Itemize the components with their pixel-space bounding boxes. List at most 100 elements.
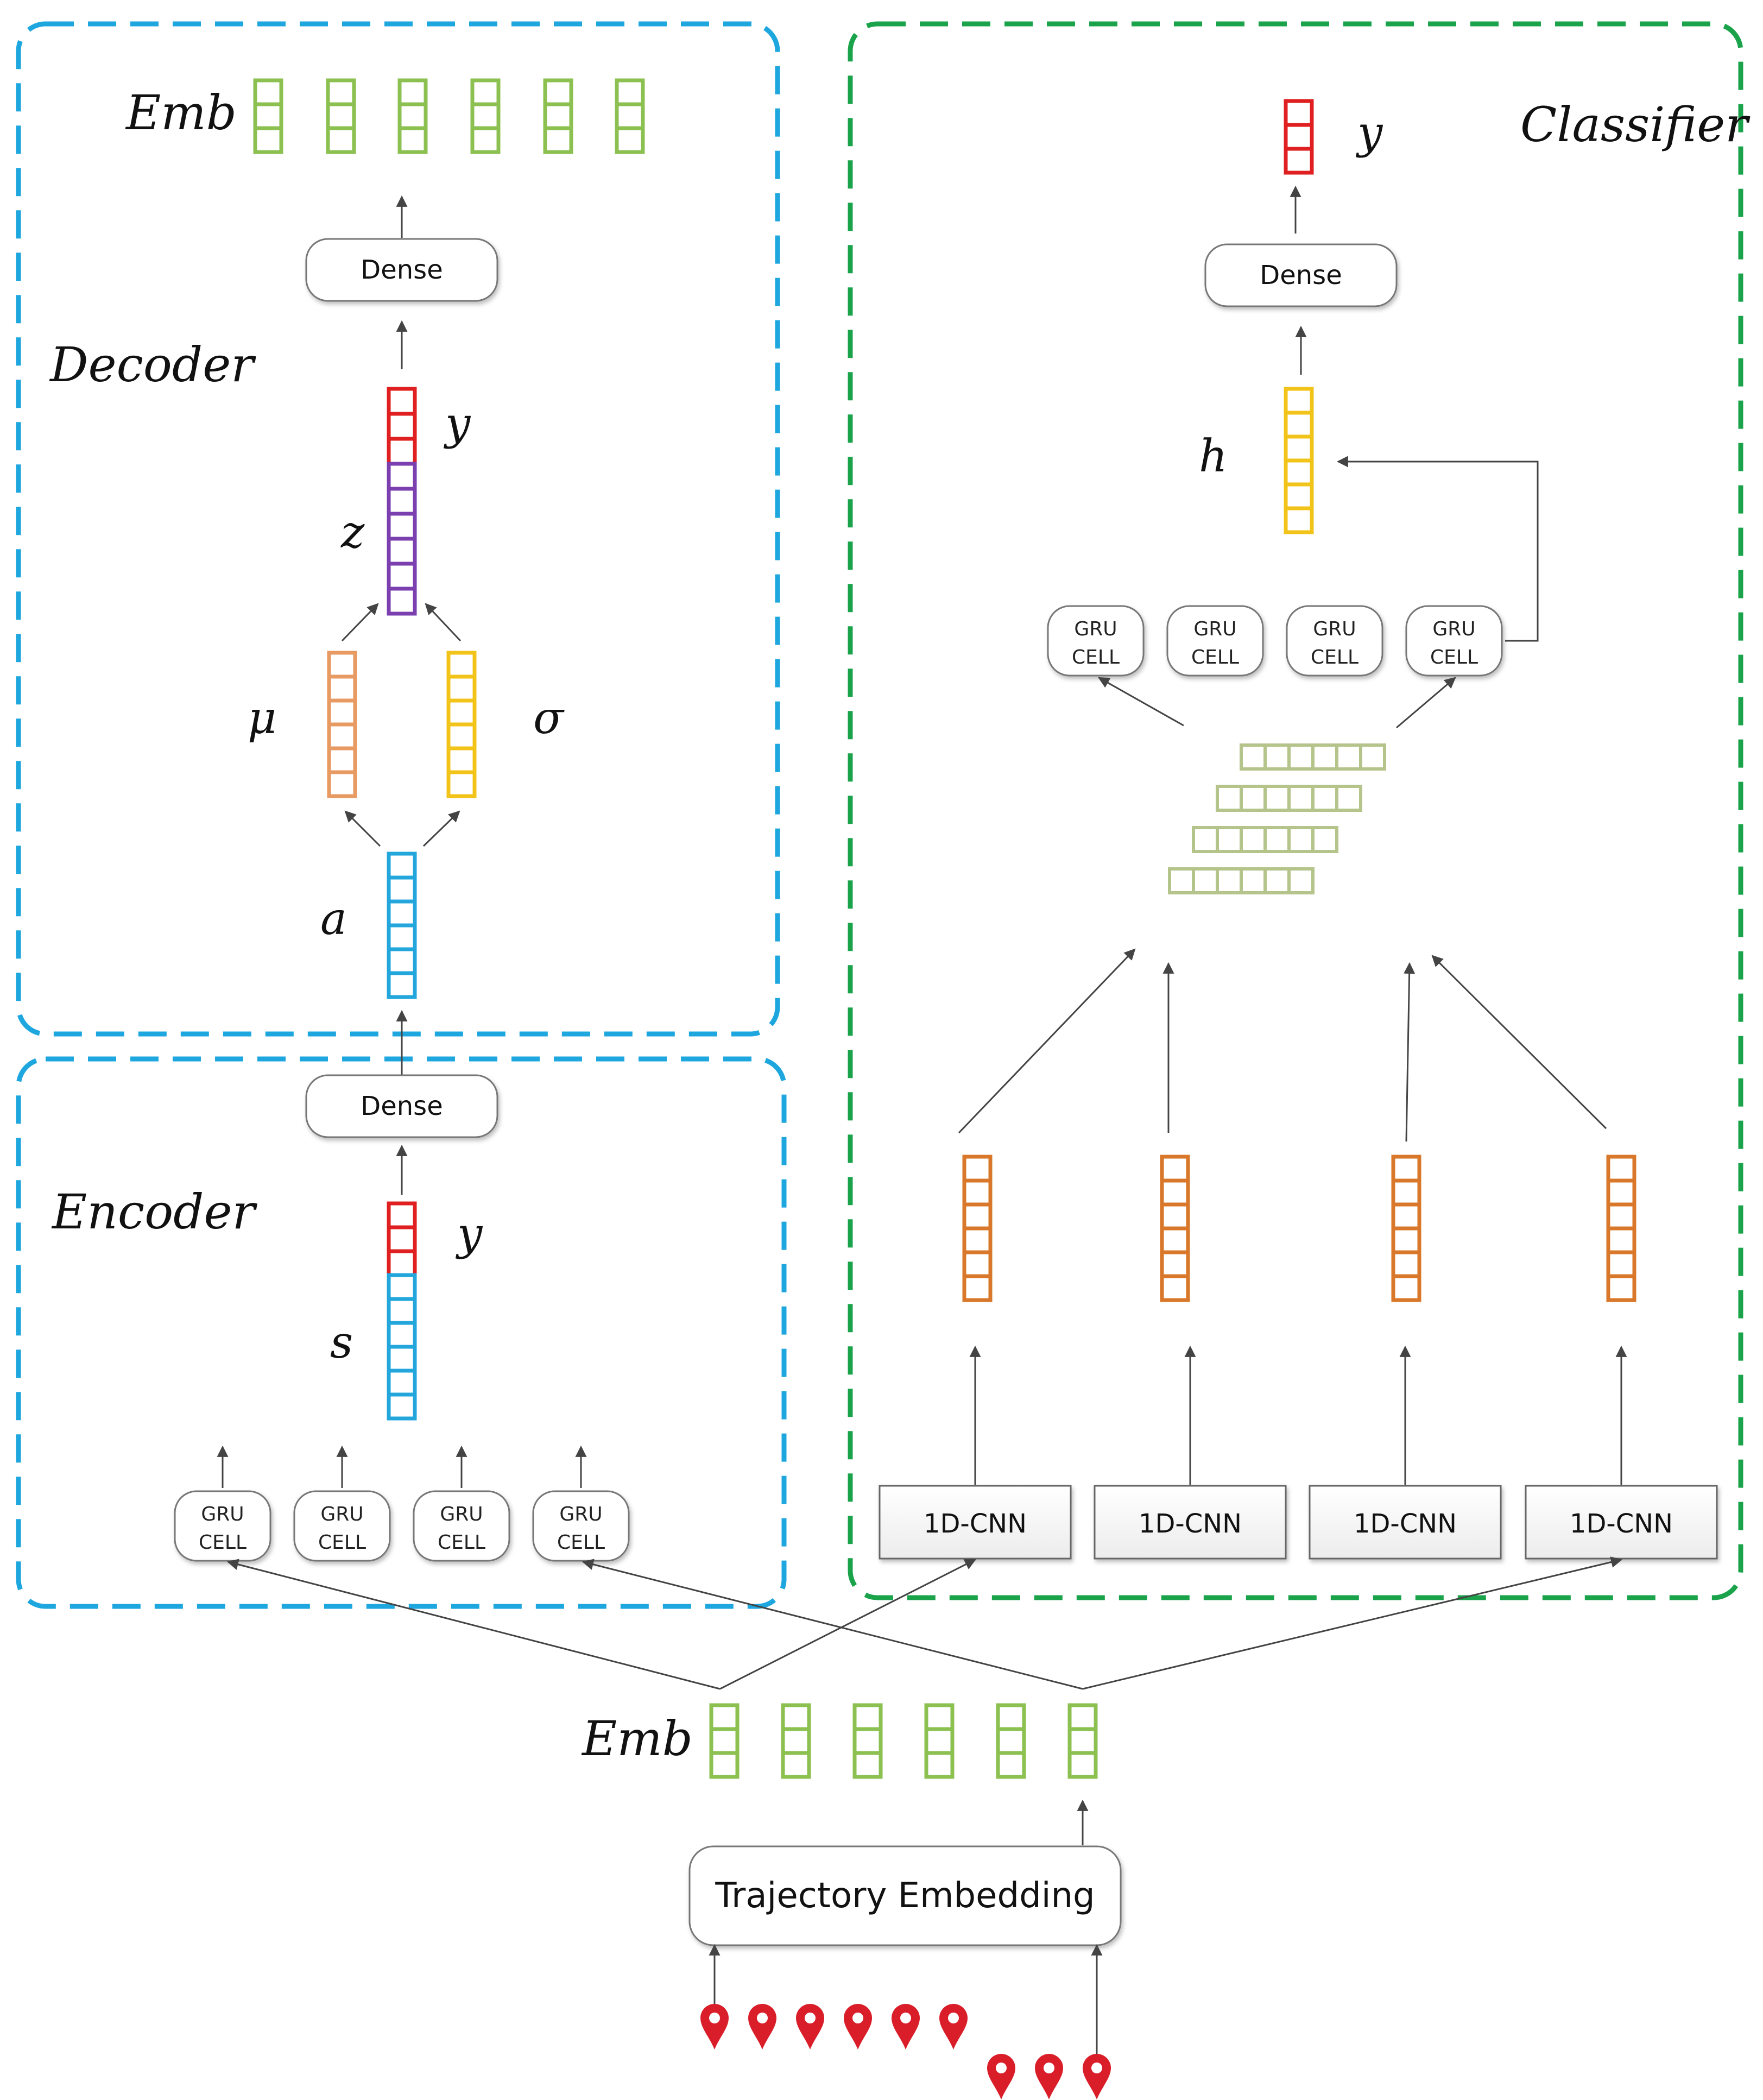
map-pin-icon: [700, 2004, 729, 2049]
vector-cell: [1160, 1274, 1190, 1302]
vector-cell: [1606, 1178, 1636, 1207]
classifier-panel: [848, 21, 1743, 1600]
vector-cell: [446, 746, 477, 774]
vector-cell: [962, 1226, 993, 1254]
vector-cell: [543, 78, 573, 106]
vector-cell: [253, 126, 283, 154]
vector-cell: [1263, 867, 1291, 894]
vector-cell: [1160, 1178, 1190, 1207]
classifier-arrow-features-to-gru1: [1098, 677, 1184, 727]
classifier-arrow-cnn4-to-features: [1431, 955, 1607, 1130]
vector-cell: [1284, 387, 1314, 415]
gru-cell-label-line2: CELL: [1311, 646, 1358, 669]
emb-vector: [781, 1703, 811, 1779]
decoder-y-label: y: [443, 398, 471, 450]
vector-cell: [781, 1703, 811, 1731]
vector-cell: [470, 78, 501, 106]
cnn-output-vector: [962, 1155, 993, 1302]
vector-cell: [1263, 743, 1291, 771]
gru-cell-label-line2: CELL: [318, 1531, 366, 1554]
vector-cell: [446, 651, 477, 679]
vector-cell: [1391, 1226, 1421, 1254]
emb-vector: [852, 1703, 883, 1779]
vector-cell: [924, 1727, 955, 1755]
decoder-arrow-sigma-to-z: [425, 603, 462, 642]
vector-cell: [1216, 826, 1243, 853]
encoder-title: Encoder: [51, 1184, 258, 1240]
decoder-arrow-a-to-mu: [344, 810, 381, 847]
decoder-yz-vector: [387, 387, 417, 616]
vector-cell: [852, 1751, 883, 1779]
feature-map-row: [1168, 867, 1315, 894]
vector-cell: [615, 126, 645, 154]
decoder-sigma-vector: [446, 651, 477, 798]
vector-cell: [709, 1751, 740, 1779]
map-pin-icon: [987, 2054, 1015, 2099]
feature-map-row: [1192, 826, 1338, 853]
mu-vector: [327, 651, 357, 798]
classifier-arrow-features-to-gru4: [1396, 677, 1456, 729]
vector-cell: [387, 1345, 417, 1373]
vector-cell: [1287, 867, 1315, 894]
vector-cell: [781, 1751, 811, 1779]
gru-cell-label-line1: GRU: [440, 1503, 483, 1525]
classifier-gru-to-h-arrow: [1336, 456, 1539, 642]
classifier-dense-label: Dense: [1260, 260, 1342, 291]
trajectory-points: [700, 2004, 1111, 2099]
encoder-ys-vector: [387, 1201, 417, 1421]
gru-cell-label-line2: CELL: [199, 1531, 247, 1554]
vector-cell: [326, 126, 356, 154]
vector-cell: [615, 102, 645, 130]
vector-cell: [1335, 785, 1362, 812]
vector-cell: [962, 1155, 993, 1183]
vector-cell: [1391, 1178, 1421, 1207]
vector-cell: [470, 126, 501, 154]
cnn-box: 1D-CNN: [879, 1485, 1072, 1560]
decoder-title: Decoder: [49, 337, 256, 393]
vector-cell: [397, 126, 428, 154]
vector-cell: [1606, 1226, 1636, 1254]
vector-cell: [1391, 1250, 1421, 1278]
vector-cell: [446, 722, 477, 751]
ys-vector: [387, 1201, 417, 1421]
vector-cell: [387, 923, 417, 951]
vector-cell: [387, 1249, 417, 1277]
classifier-y-vector-cells: [1284, 99, 1314, 175]
emb-vector: [326, 78, 356, 154]
vector-cell: [962, 1250, 993, 1278]
vector-cell: [781, 1727, 811, 1755]
feature-map-row: [1240, 743, 1386, 771]
vector-cell: [387, 947, 417, 975]
vector-cell: [387, 1321, 417, 1349]
cnn-box: 1D-CNN: [1094, 1485, 1287, 1560]
vector-cell: [996, 1727, 1026, 1755]
decoder-dense-box: Dense: [305, 238, 498, 302]
vector-cell: [1216, 785, 1243, 812]
vector-cell: [397, 102, 428, 130]
vector-cell: [397, 78, 428, 106]
cnn-output-vector: [1606, 1155, 1636, 1302]
vector-cell: [543, 126, 573, 154]
map-pin-icon: [844, 2004, 872, 2049]
decoder-z-label: z: [340, 507, 365, 558]
vector-cell: [1192, 826, 1219, 853]
feature-map-row: [1216, 785, 1362, 812]
gru-cell-label-line2: CELL: [557, 1531, 605, 1554]
vector-cell: [253, 102, 283, 130]
vector-cell: [1311, 743, 1338, 771]
gru-cell-label-line2: CELL: [438, 1531, 485, 1554]
vector-cell: [709, 1703, 740, 1731]
vector-cell: [1606, 1274, 1636, 1302]
classifier-arrow-cnn1-to-features: [958, 948, 1136, 1134]
vector-cell: [1606, 1202, 1636, 1231]
vector-cell: [387, 1273, 417, 1301]
vector-cell: [1284, 147, 1314, 175]
vector-cell: [1240, 867, 1267, 894]
classifier-dense-box: Dense: [1204, 243, 1398, 307]
emb-vector: [924, 1703, 955, 1779]
gru-cell-label-line1: GRU: [1432, 618, 1475, 640]
vector-cell: [1284, 411, 1314, 439]
